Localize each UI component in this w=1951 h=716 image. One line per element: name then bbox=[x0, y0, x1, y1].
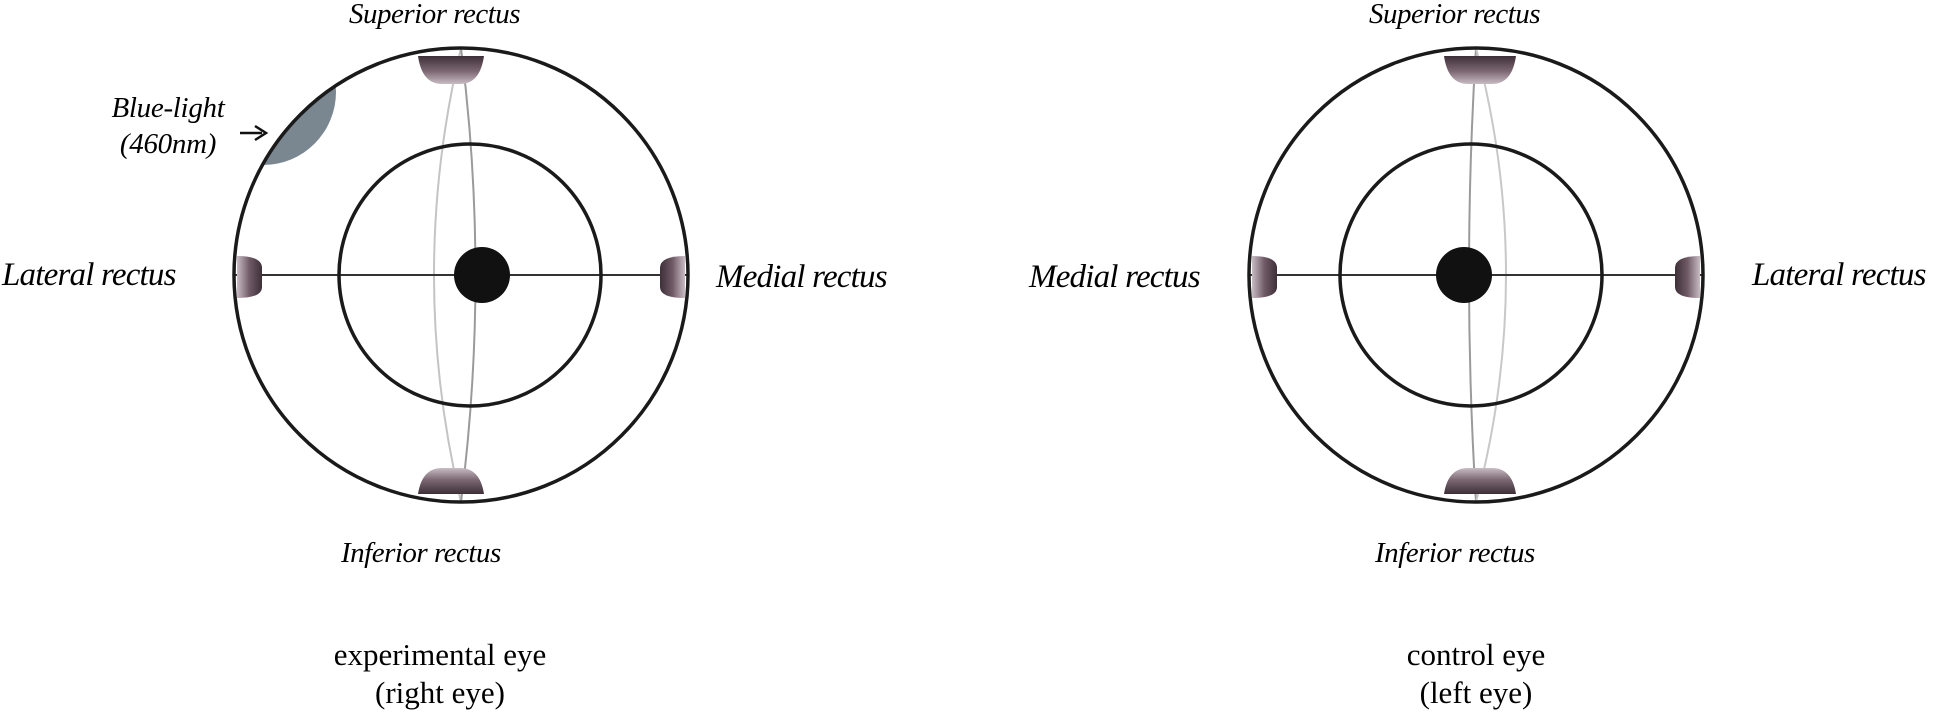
superior-rectus-label: Superior rectus bbox=[1369, 0, 1541, 30]
blue-light-label-line1: Blue-light bbox=[111, 92, 225, 124]
medial-rectus-marker bbox=[660, 256, 685, 298]
medial-rectus-label: Medial rectus bbox=[716, 259, 888, 295]
outer-circle bbox=[232, 46, 690, 504]
superior-rectus-label: Superior rectus bbox=[349, 0, 521, 30]
control-eye-caption-line1: control eye bbox=[1406, 637, 1546, 672]
control-eye-diagram bbox=[1247, 46, 1705, 504]
inner-circle bbox=[1338, 142, 1604, 408]
superior-rectus-marker bbox=[1444, 56, 1516, 84]
medial-rectus-label: Medial rectus bbox=[1029, 259, 1201, 295]
inner-circle bbox=[337, 142, 603, 408]
arrow-head-icon bbox=[254, 124, 269, 142]
experimental-eye-diagram bbox=[232, 46, 690, 504]
lateral-rectus-label: Lateral rectus bbox=[2, 257, 176, 293]
inferior-rectus-label: Inferior rectus bbox=[341, 537, 501, 569]
center-dot bbox=[1436, 247, 1492, 303]
inferior-rectus-label: Inferior rectus bbox=[1375, 537, 1535, 569]
inferior-rectus-marker bbox=[1444, 468, 1516, 494]
experimental-eye-caption: experimental eye (right eye) bbox=[290, 636, 590, 712]
experimental-eye-caption-line2: (right eye) bbox=[375, 675, 505, 710]
blue-light-label-line2: (460nm) bbox=[119, 128, 217, 160]
blue-light-label: Blue-light (460nm) bbox=[88, 90, 248, 162]
experimental-eye-caption-line1: experimental eye bbox=[333, 637, 547, 672]
inferior-rectus-marker bbox=[418, 468, 484, 494]
lateral-rectus-marker bbox=[1675, 256, 1700, 298]
lateral-rectus-label: Lateral rectus bbox=[1752, 257, 1926, 293]
center-dot bbox=[454, 247, 510, 303]
control-eye-caption-line2: (left eye) bbox=[1419, 675, 1533, 710]
lateral-rectus-marker bbox=[237, 256, 262, 298]
superior-rectus-marker bbox=[418, 56, 484, 84]
outer-circle bbox=[1247, 46, 1705, 504]
medial-rectus-marker bbox=[1252, 256, 1277, 298]
control-eye-caption: control eye (left eye) bbox=[1326, 636, 1626, 712]
